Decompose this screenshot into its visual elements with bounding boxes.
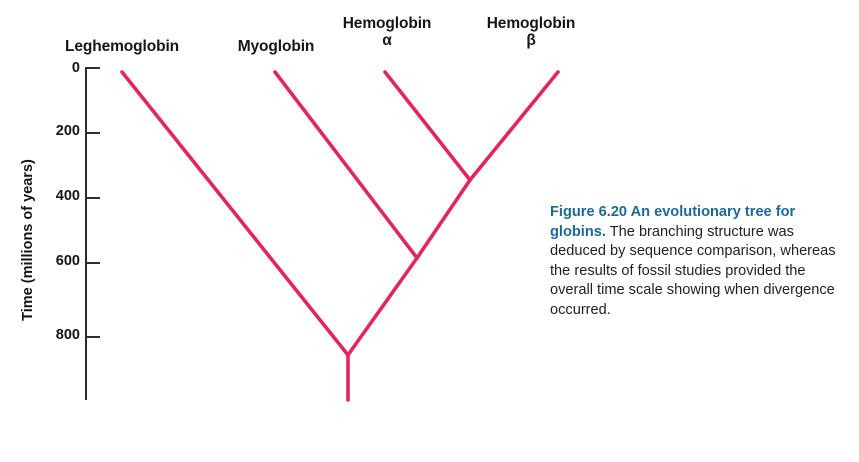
figure-caption-body: The branching structure was deduced by s… <box>550 223 836 318</box>
branch-hemoglobin-alpha <box>383 70 472 182</box>
taxon-label-myoglobin: Myoglobin <box>238 38 315 55</box>
taxon-label-leghemoglobin: Leghemoglobin <box>65 38 179 55</box>
taxon-label-leghemoglobin-line1: Leghemoglobin <box>64 38 180 55</box>
branch-myoglobin <box>273 70 419 260</box>
taxon-label-hemoglobin-beta: Hemoglobin β <box>487 15 576 50</box>
y-axis-tick-label-0: 0 <box>71 60 80 76</box>
taxon-label-hemoglobin-beta-symbol: β <box>526 32 536 50</box>
taxon-label-hemoglobin-alpha-symbol: α <box>382 32 392 50</box>
branch-hemoglobin-beta <box>468 70 560 182</box>
taxon-label-myoglobin-line1: Myoglobin <box>237 38 315 55</box>
branch-root-to-myoglobin-node <box>346 256 419 357</box>
branch-leghemoglobin <box>120 70 350 357</box>
phylogenetic-tree-plot: Leghemoglobin Myoglobin Hemoglobin α Hem… <box>20 15 576 402</box>
taxon-label-hemoglobin-alpha: Hemoglobin α <box>343 15 432 50</box>
figure-caption: Figure 6.20 An evolutionary tree for glo… <box>550 203 850 321</box>
taxon-label-hemoglobin-alpha-line1: Hemoglobin <box>342 15 432 32</box>
figure-caption-lead: Figure 6.20 An evolutionary tree for glo… <box>550 204 796 240</box>
y-axis-title: Time (millions of years) <box>20 159 36 321</box>
tree-branches-svg <box>85 67 560 402</box>
y-axis-tick-label-400: 400 <box>55 188 80 204</box>
y-axis-tick-label-600: 600 <box>55 253 80 269</box>
y-axis-tick-label-800: 800 <box>55 327 80 343</box>
y-axis-tick-label-200: 200 <box>55 123 80 139</box>
branch-node-to-alphabeta-node <box>415 178 472 260</box>
taxon-label-hemoglobin-beta-line1: Hemoglobin <box>486 15 576 32</box>
